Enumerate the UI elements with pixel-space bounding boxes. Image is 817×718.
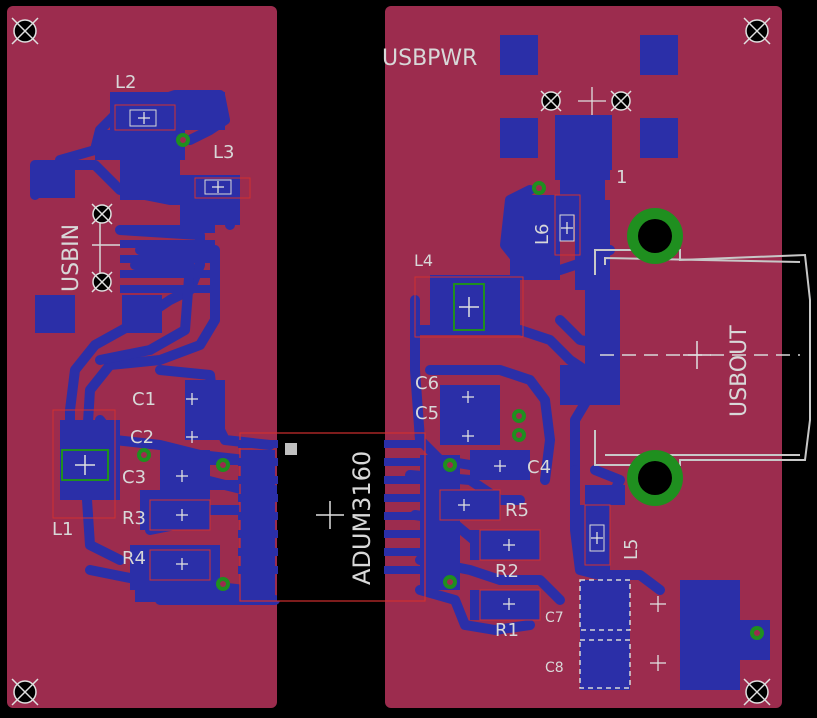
label-r3: R3 bbox=[122, 508, 146, 529]
label-r1: R1 bbox=[495, 620, 519, 641]
copper-fills-right bbox=[420, 115, 770, 690]
label-c3: C3 bbox=[122, 467, 146, 488]
label-c7: C7 bbox=[545, 610, 564, 626]
label-usbpwr: USBPWR bbox=[382, 46, 477, 71]
usbpwr-connector-pads bbox=[500, 35, 678, 158]
mounting-hole-icon bbox=[11, 17, 771, 706]
capacitor-c7-c8 bbox=[579, 579, 631, 689]
copper-fills-left bbox=[60, 92, 275, 602]
label-usbin: USBIN bbox=[59, 224, 84, 292]
inductor-l4 bbox=[453, 283, 485, 331]
via-icon bbox=[137, 133, 764, 640]
inductor-l1 bbox=[61, 449, 109, 481]
label-pin1: 1 bbox=[616, 167, 627, 188]
label-c4: C4 bbox=[527, 457, 551, 478]
label-usbout: USBOUT bbox=[727, 325, 752, 417]
label-r5: R5 bbox=[505, 500, 529, 521]
label-c6: C6 bbox=[415, 373, 439, 394]
label-l5: L5 bbox=[621, 539, 642, 560]
label-l4: L4 bbox=[414, 251, 433, 270]
usbpwr-pin-pads bbox=[565, 115, 612, 170]
label-l1: L1 bbox=[52, 519, 73, 540]
usbout-shield-pin-top bbox=[627, 208, 683, 264]
component-outlines bbox=[52, 104, 611, 621]
part-centers bbox=[138, 87, 666, 671]
label-chip-adum3160: ADUM3160 bbox=[348, 451, 376, 585]
label-c2: C2 bbox=[130, 427, 154, 448]
label-c8: C8 bbox=[545, 660, 564, 676]
label-l3: L3 bbox=[213, 142, 234, 163]
origin-cross-icon bbox=[683, 341, 711, 369]
usbout-shield-pin-bottom bbox=[627, 450, 683, 506]
usbin-connector-pads bbox=[35, 160, 162, 333]
label-r4: R4 bbox=[122, 548, 146, 569]
label-l6: L6 bbox=[532, 224, 553, 245]
adum3160-chip bbox=[238, 432, 426, 602]
label-c5: C5 bbox=[415, 403, 439, 424]
label-c1: C1 bbox=[132, 389, 156, 410]
label-l2: L2 bbox=[115, 72, 136, 93]
label-r2: R2 bbox=[495, 561, 519, 582]
